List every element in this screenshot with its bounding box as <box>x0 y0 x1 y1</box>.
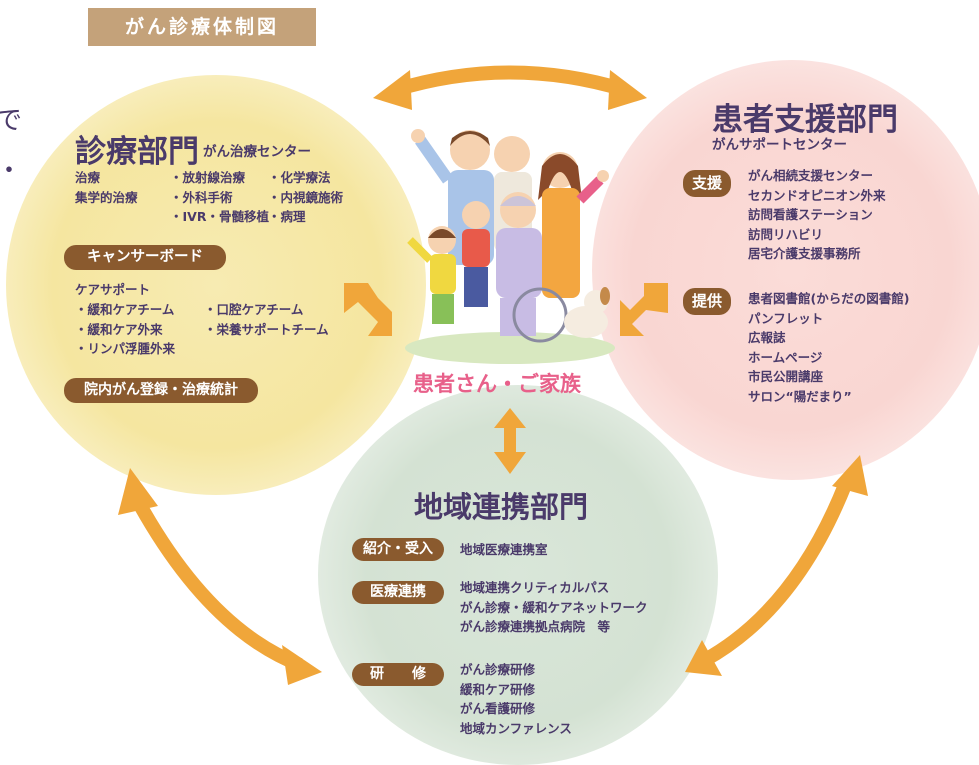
shinryo-col1: 治療 集学的治療 <box>75 168 138 207</box>
care-col1-item: ・リンパ浮腫外来 <box>75 341 176 356</box>
shinryo-col3-item: ・病理 <box>268 209 306 224</box>
shinryo-col3: ・化学療法 ・内視鏡施術 ・病理 <box>268 168 343 227</box>
shinryo-col2-item: ・外科手術 <box>170 189 233 205</box>
shinryo-subheading: がん治療センター <box>203 144 311 160</box>
chiiki-circle <box>318 385 718 765</box>
registry-pill: 院内がん登録・治療統計 <box>64 378 258 403</box>
support-item: 訪問リハビリ <box>748 226 824 242</box>
provide-pill: 提供 <box>683 288 731 315</box>
shinryo-col2-item: ・放射線治療 <box>170 170 246 185</box>
provide-item: パンフレット <box>748 310 824 326</box>
medical-item: 地域連携クリティカルパス <box>460 580 610 595</box>
care-support-title: ケアサポート <box>75 282 151 297</box>
shien-subheading: がんサポートセンター <box>712 137 847 153</box>
support-item: セカンドオピニオン外来 <box>748 187 886 203</box>
care-col2-item: ・栄養サポートチーム <box>204 321 329 337</box>
support-item: がん相続支援センター <box>748 168 874 183</box>
center-label: 患者さん・ご家族 <box>413 372 581 396</box>
left-diagonal-arrow <box>344 283 392 336</box>
shinryo-col2-item: ・IVR・骨髄移植 <box>170 209 269 224</box>
support-item: 居宅介護支援事務所 <box>748 246 861 261</box>
medical-pill: 医療連携 <box>352 581 444 604</box>
shinryo-col3-item: ・内視鏡施術 <box>268 189 344 205</box>
medical-item: がん診療連携拠点病院 等 <box>460 619 611 634</box>
training-list: がん診療研修 緩和ケア研修 がん看護研修 地域カンファレンス <box>460 660 572 738</box>
intro-pill: 紹介・受入 <box>352 538 444 561</box>
care-support: ケアサポート <box>75 280 150 300</box>
vertical-double-arrow <box>494 408 526 474</box>
provide-item: ホームページ <box>748 349 823 365</box>
edge-char-2: ・ <box>0 150 22 187</box>
right-curved-arrow <box>701 482 852 667</box>
shinryo-col3-item: ・化学療法 <box>268 170 331 185</box>
provide-item: 患者図書館(からだの図書館) <box>748 291 910 306</box>
provide-item: サロン“陽だまり” <box>748 388 852 404</box>
training-item: 地域カンファレンス <box>460 720 572 736</box>
shinryo-col1-item: 集学的治療 <box>75 189 138 205</box>
shinryo-heading: 診療部門 <box>75 134 199 170</box>
support-item: 訪問看護ステーション <box>748 207 873 222</box>
support-pill: 支援 <box>683 170 731 197</box>
family-illustration <box>405 129 615 364</box>
care-col1: ・緩和ケアチーム ・緩和ケア外来 ・リンパ浮腫外来 <box>75 300 175 359</box>
edge-char-1: で <box>0 106 23 136</box>
intro-item: 地域医療連携室 <box>460 542 548 557</box>
provide-list: 患者図書館(からだの図書館) パンフレット 広報誌 ホームページ 市民公開講座 … <box>748 289 909 406</box>
care-col2: ・口腔ケアチーム ・栄養サポートチーム <box>204 300 329 339</box>
provide-item: 広報誌 <box>748 330 786 345</box>
care-col1-item: ・緩和ケア外来 <box>75 321 163 337</box>
right-diagonal-arrow <box>620 283 668 336</box>
care-col1-item: ・緩和ケアチーム <box>75 302 175 317</box>
shinryo-col1-item: 治療 <box>75 170 101 185</box>
shien-circle <box>592 60 979 480</box>
page-title: がん診療体制図 <box>88 8 316 46</box>
intro-list: 地域医療連携室 <box>460 540 548 560</box>
provide-item: 市民公開講座 <box>748 369 824 384</box>
shien-heading: 患者支援部門 <box>712 102 898 138</box>
care-col2-item: ・口腔ケアチーム <box>204 302 304 317</box>
training-item: がん看護研修 <box>460 701 536 716</box>
left-curved-arrow <box>133 501 303 672</box>
medical-list: 地域連携クリティカルパス がん診療・緩和ケアネットワーク がん診療連携拠点病院 … <box>460 578 648 637</box>
cancer-board-pill: キャンサーボード <box>64 245 226 270</box>
top-curved-arrow <box>392 65 628 97</box>
training-item: 緩和ケア研修 <box>460 681 536 697</box>
training-item: がん診療研修 <box>460 662 536 677</box>
shinryo-col2: ・放射線治療 ・外科手術 ・IVR・骨髄移植 <box>170 168 269 227</box>
chiiki-heading: 地域連携部門 <box>414 490 589 524</box>
medical-item: がん診療・緩和ケアネットワーク <box>460 599 648 615</box>
training-pill: 研 修 <box>352 663 444 686</box>
support-list: がん相続支援センター セカンドオピニオン外来 訪問看護ステーション 訪問リハビリ… <box>748 166 886 264</box>
